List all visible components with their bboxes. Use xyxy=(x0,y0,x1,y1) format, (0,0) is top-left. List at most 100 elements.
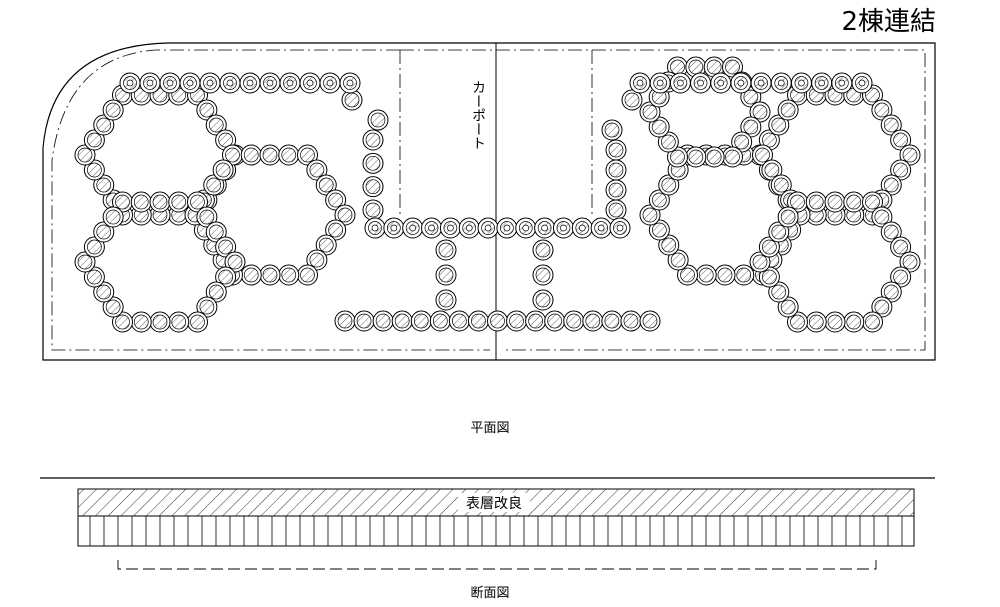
pile-circle xyxy=(149,311,171,333)
pile-ring xyxy=(851,72,873,94)
pile-circle xyxy=(777,99,799,121)
pile-circle xyxy=(187,191,208,213)
building-outline-right xyxy=(502,49,926,351)
surface-label: 表層改良 xyxy=(466,496,522,512)
pile-ring xyxy=(669,72,691,94)
pile-circle xyxy=(205,281,227,303)
pile-circle xyxy=(563,310,585,332)
pile-circle xyxy=(83,159,105,181)
pile-ring xyxy=(339,72,361,94)
pile-circle xyxy=(532,289,554,311)
pile-circle xyxy=(544,310,566,332)
pile-circle xyxy=(93,114,115,136)
pile-circle xyxy=(278,264,300,286)
pile-circle xyxy=(297,264,318,286)
pile-circle xyxy=(890,236,912,258)
pile-circle xyxy=(259,264,281,286)
pile-circle xyxy=(703,146,725,168)
pile-circle xyxy=(448,310,470,332)
pile-ring xyxy=(139,72,161,94)
pile-ring xyxy=(609,217,631,239)
pile-circle xyxy=(306,249,328,271)
building-outline-left xyxy=(51,49,490,351)
pile-circle xyxy=(605,139,627,161)
pile-circle xyxy=(740,116,762,138)
pile-circle xyxy=(890,129,912,151)
pile-circle xyxy=(758,266,780,288)
pile-circle xyxy=(506,310,528,332)
pile-circle xyxy=(890,159,912,181)
pile-ring xyxy=(439,217,461,239)
section-pile-lines xyxy=(89,516,903,546)
pile-circle xyxy=(215,236,237,258)
pile-circle xyxy=(203,174,225,196)
pile-ring xyxy=(571,217,593,239)
pile-circle xyxy=(667,249,689,271)
section-caption: 断面図 xyxy=(470,586,509,601)
pile-group-left xyxy=(74,84,356,333)
pile-circle xyxy=(435,239,457,261)
pile-circle xyxy=(149,191,171,213)
pile-ring xyxy=(179,72,201,94)
pile-circle xyxy=(83,266,105,288)
pile-circle xyxy=(880,221,902,243)
pile-ring xyxy=(421,217,443,239)
pile-circle xyxy=(74,251,96,273)
pile-ring xyxy=(590,217,612,239)
pile-ring xyxy=(199,72,221,94)
pile-circle xyxy=(315,234,337,256)
pile-ring xyxy=(477,217,499,239)
pile-circle xyxy=(824,191,846,213)
pile-ring xyxy=(159,72,181,94)
pile-circle xyxy=(168,311,190,333)
pile-circle xyxy=(768,281,790,303)
pile-circle xyxy=(532,239,554,261)
pile-circle xyxy=(278,144,300,166)
pile-circle xyxy=(899,251,921,273)
pile-circle xyxy=(353,310,375,332)
pile-circle xyxy=(899,144,921,166)
pile-circle xyxy=(435,264,457,286)
pile-circle xyxy=(862,311,883,333)
pile-circle xyxy=(130,191,152,213)
pile-ring xyxy=(790,72,812,94)
pile-circle xyxy=(843,311,865,333)
pile-circle xyxy=(240,264,262,286)
pile-circle xyxy=(334,204,356,226)
pile-circle xyxy=(297,144,318,166)
pile-circle xyxy=(112,311,133,333)
pile-circle xyxy=(196,206,218,228)
pile-circle xyxy=(83,129,105,151)
pile-circle xyxy=(871,99,893,121)
pile-circle xyxy=(93,174,115,196)
pile-circle xyxy=(525,310,547,332)
site-outline xyxy=(42,42,936,361)
pile-circle xyxy=(758,236,780,258)
pile-circle xyxy=(752,144,773,166)
pile-ring xyxy=(279,72,301,94)
pile-circle xyxy=(372,310,394,332)
pile-circle xyxy=(112,191,133,213)
pile-circle xyxy=(639,310,661,332)
carport-label: カーポート xyxy=(470,80,486,150)
pile-circle xyxy=(648,116,670,138)
pile-circle xyxy=(222,144,243,166)
pile-group-boundary xyxy=(119,72,873,239)
pile-circle xyxy=(212,159,234,181)
pile-circle xyxy=(639,204,661,226)
pile-circle xyxy=(362,152,384,174)
pile-circle xyxy=(658,234,680,256)
pile-ring xyxy=(402,217,424,239)
pile-circle xyxy=(102,206,124,228)
pile-circle xyxy=(410,310,432,332)
pile-circle xyxy=(102,99,124,121)
pile-ring xyxy=(629,72,651,94)
pile-ring xyxy=(750,72,772,94)
pile-circle xyxy=(93,221,115,243)
pile-circle xyxy=(787,191,808,213)
pile-circle xyxy=(334,310,356,332)
pile-circle xyxy=(733,264,755,286)
pile-ring xyxy=(219,72,241,94)
pile-circle xyxy=(362,129,384,151)
